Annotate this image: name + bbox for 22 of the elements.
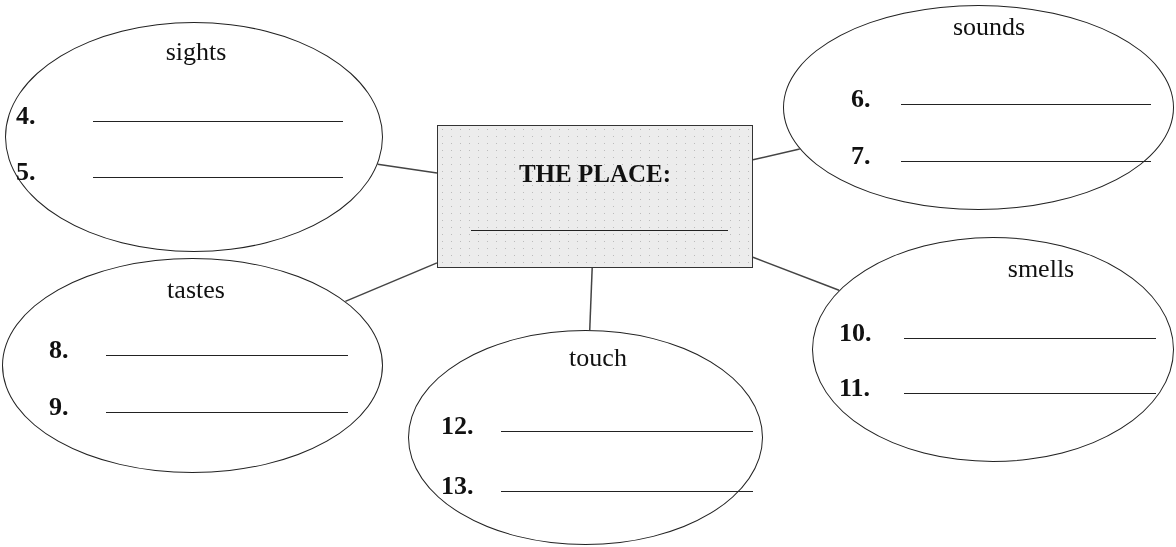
place-box <box>437 125 753 268</box>
ellipse-heading: smells <box>1007 254 1075 284</box>
item-number: 10. <box>839 318 872 348</box>
item-number: 12. <box>441 411 474 441</box>
item-number: 5. <box>16 157 36 187</box>
connector-line <box>752 148 801 161</box>
item-number: 6. <box>851 84 871 114</box>
connector-line <box>589 267 593 331</box>
item-number: 4. <box>16 101 36 131</box>
item-number: 11. <box>839 373 871 403</box>
ellipse-heading: tastes <box>167 275 225 305</box>
box-heading: THE PLACE: <box>518 160 672 188</box>
connector-line <box>752 256 840 292</box>
item-number: 13. <box>441 471 474 501</box>
ellipse-heading: sounds <box>952 12 1026 42</box>
connector-line <box>344 262 438 303</box>
item-number: 7. <box>851 141 871 171</box>
item-number: 8. <box>49 335 69 365</box>
ellipse-heading: sights <box>165 37 227 67</box>
item-number: 9. <box>49 392 69 422</box>
connector-line <box>376 163 438 174</box>
ellipse-heading: touch <box>569 343 627 373</box>
